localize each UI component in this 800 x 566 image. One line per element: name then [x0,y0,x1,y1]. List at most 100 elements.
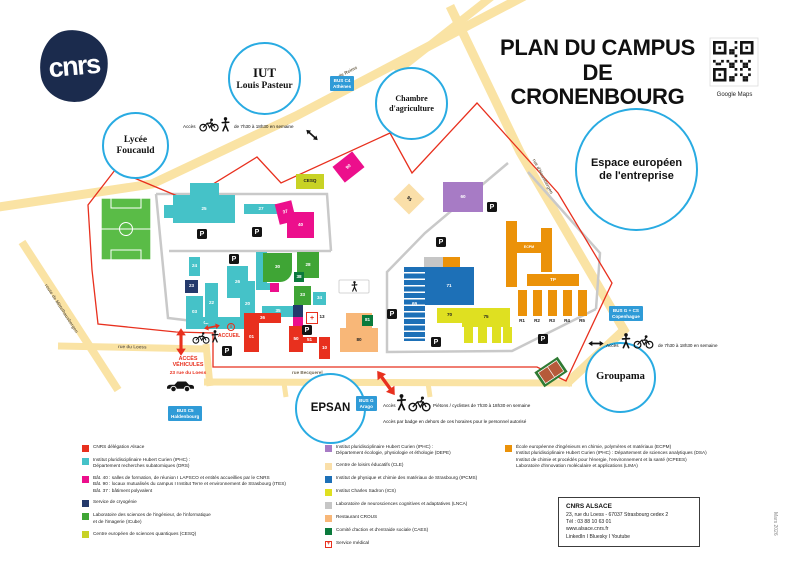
road-cross-top [393,0,494,76]
red-double-arrow-icon [175,327,187,357]
legend-swatch [325,488,332,496]
building-part [518,290,527,316]
contact-address: 23, rue du Loess - 67037 Strasbourg cede… [566,511,669,518]
legend-item: Institut pluridisciplinaire Hubert Curie… [82,457,322,470]
bike-icon [199,118,219,132]
legend-item: Restaurant CROUS [325,514,505,522]
building-part [478,327,487,343]
landmark-label: de l'entreprise [599,169,674,182]
building-27: 27 [244,204,278,214]
cnrs-logo-text: cnrs [47,48,101,83]
contact-socials: LinkedIn I Bluesky I Youtube [566,533,631,540]
legend-swatch [82,457,89,465]
legend-text: École européenne d'ingénieurs en chimie,… [516,444,707,468]
legend-item: Service de cryogénie [82,499,322,507]
building-+: + [306,312,318,324]
page-title: PLAN DU CAMPUS DE CRONENBOURG [495,35,700,110]
road-stub-1 [281,382,289,398]
cnrs-logo: cnrs [36,27,112,105]
building-25: 25 [173,195,235,223]
vehicle-access-line2: VÉHICULES [172,362,204,369]
landmark-label: Foucauld [116,145,155,156]
building-24: 24 [189,257,200,276]
building-60: 60 [443,182,483,212]
bike-icon [408,396,431,412]
landmark-label: Chambre [395,94,428,104]
contact-name: CNRS ALSACE [566,503,612,510]
legend-item: Laboratoire de neurosciences cognitives … [325,501,505,509]
building-ECPM: ECPM [517,242,541,253]
map-label-R2: R2 [534,318,540,323]
parking-icon: P [197,229,207,239]
bus-stop-label: Copenhague [612,313,640,319]
qr-code [709,37,759,87]
bus-stop-label: Haldenbourg [171,413,200,419]
building-CESQ: CESQ [296,174,324,189]
landmark-label: IUT [252,64,277,80]
legend-item: Institut pluridisciplinaire Hubert Curie… [325,444,505,457]
access-right-pre: Accès [606,343,619,348]
pedestrian-icon [351,281,358,292]
legend-item: Centre européen de sciences quantiques (… [82,531,322,539]
access-bottom-icons [396,394,431,412]
building-75: 75 [462,308,510,327]
parking-icon: P [387,309,397,319]
building-part [164,205,174,218]
legend-item: École européenne d'ingénieurs en chimie,… [505,444,747,469]
gate-pictogram [338,279,370,294]
building-part [533,290,542,316]
legend-item: +Service médical [325,540,505,548]
access-top-arrow [303,127,321,143]
building-23: 23 [185,280,198,293]
road-label: route de Mittelhausbergen [43,283,80,334]
building-part [503,327,512,343]
building-22: 22 [205,283,218,323]
legend-text: Laboratoire des sciences de l'ingénieur,… [93,512,211,524]
parking-icon: P [436,237,446,247]
title-line-1: PLAN DU CAMPUS [499,35,696,60]
road-stub-2 [425,382,433,398]
legend-item: Centre de loisirs éducatifs (CLE) [325,462,505,470]
medical-cross-icon: + [325,540,332,548]
accueil-info-icon: i [227,323,235,331]
building-38: 38 [294,272,304,282]
landmark-groupama: Groupama [585,342,656,413]
parking-icon: P [302,325,312,335]
building-50: 50 [289,326,303,352]
legend-swatch [82,499,89,507]
building-33: 33 [294,286,311,305]
map-label-R4: R4 [564,318,570,323]
legend-item: Bât. 40 : salles de formation, de réunio… [82,475,322,494]
building-34: 34 [313,292,326,305]
landmark-label: Lycée [123,134,148,145]
qr-caption: Google Maps [716,92,753,98]
car-icon [166,381,195,393]
bike-icon [192,332,210,344]
parking-icon: P [538,334,548,344]
legend-item: Comité d'action et d'entraide sociale (C… [325,527,505,535]
road-rue-becquerel [203,378,573,387]
bus-stop-label: Athènes [333,83,352,89]
map-label-R1: R1 [519,318,525,323]
legend-swatch [325,501,332,509]
legend-item: CNRS délégation Alsace [82,444,322,452]
vehicle-access-arrow [175,327,187,357]
legend-column-3: École européenne d'ingénieurs en chimie,… [505,444,747,475]
legend-item: Institut de physique et chimie des matér… [325,475,505,483]
double-arrow-icon [303,127,321,143]
parking-icon: P [222,346,232,356]
parking-icon: P [431,337,441,347]
parking-icon: P [252,227,262,237]
vehicle-access-address: 23 rue du Loess [169,371,207,376]
legend-text: Centre européen de sciences quantiques (… [93,530,197,536]
landmark-label: d'agriculture [389,103,434,113]
building-71: 71 [424,267,474,305]
building-part [492,327,501,343]
building-part [541,228,552,272]
building-70: 70 [437,308,462,323]
legend-swatch [325,475,332,483]
legend-swatch [325,444,332,452]
double-arrow-icon [588,340,604,347]
